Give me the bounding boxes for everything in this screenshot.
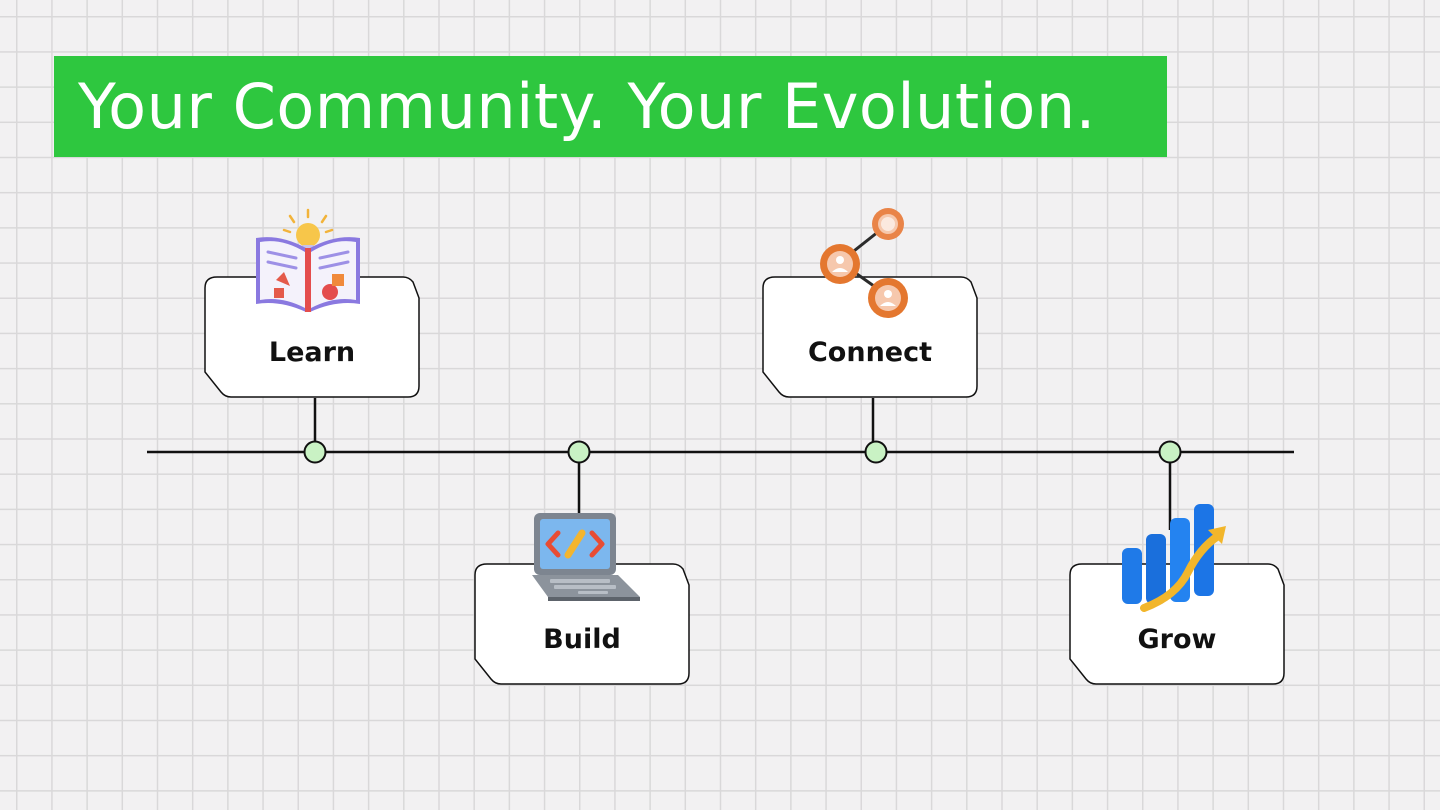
card-label-connect: Connect — [761, 337, 979, 368]
card-label-grow: Grow — [1068, 624, 1286, 655]
growth-chart-icon — [1116, 500, 1232, 614]
timeline-node-connect — [866, 442, 887, 463]
timeline-node-build — [569, 442, 590, 463]
card-label-build: Build — [473, 624, 691, 655]
book-lightbulb-icon — [250, 208, 366, 316]
laptop-code-icon — [528, 511, 644, 603]
people-network-icon — [816, 204, 918, 322]
timeline-node-grow — [1160, 442, 1181, 463]
card-label-learn: Learn — [203, 337, 421, 368]
timeline-node-learn — [305, 442, 326, 463]
